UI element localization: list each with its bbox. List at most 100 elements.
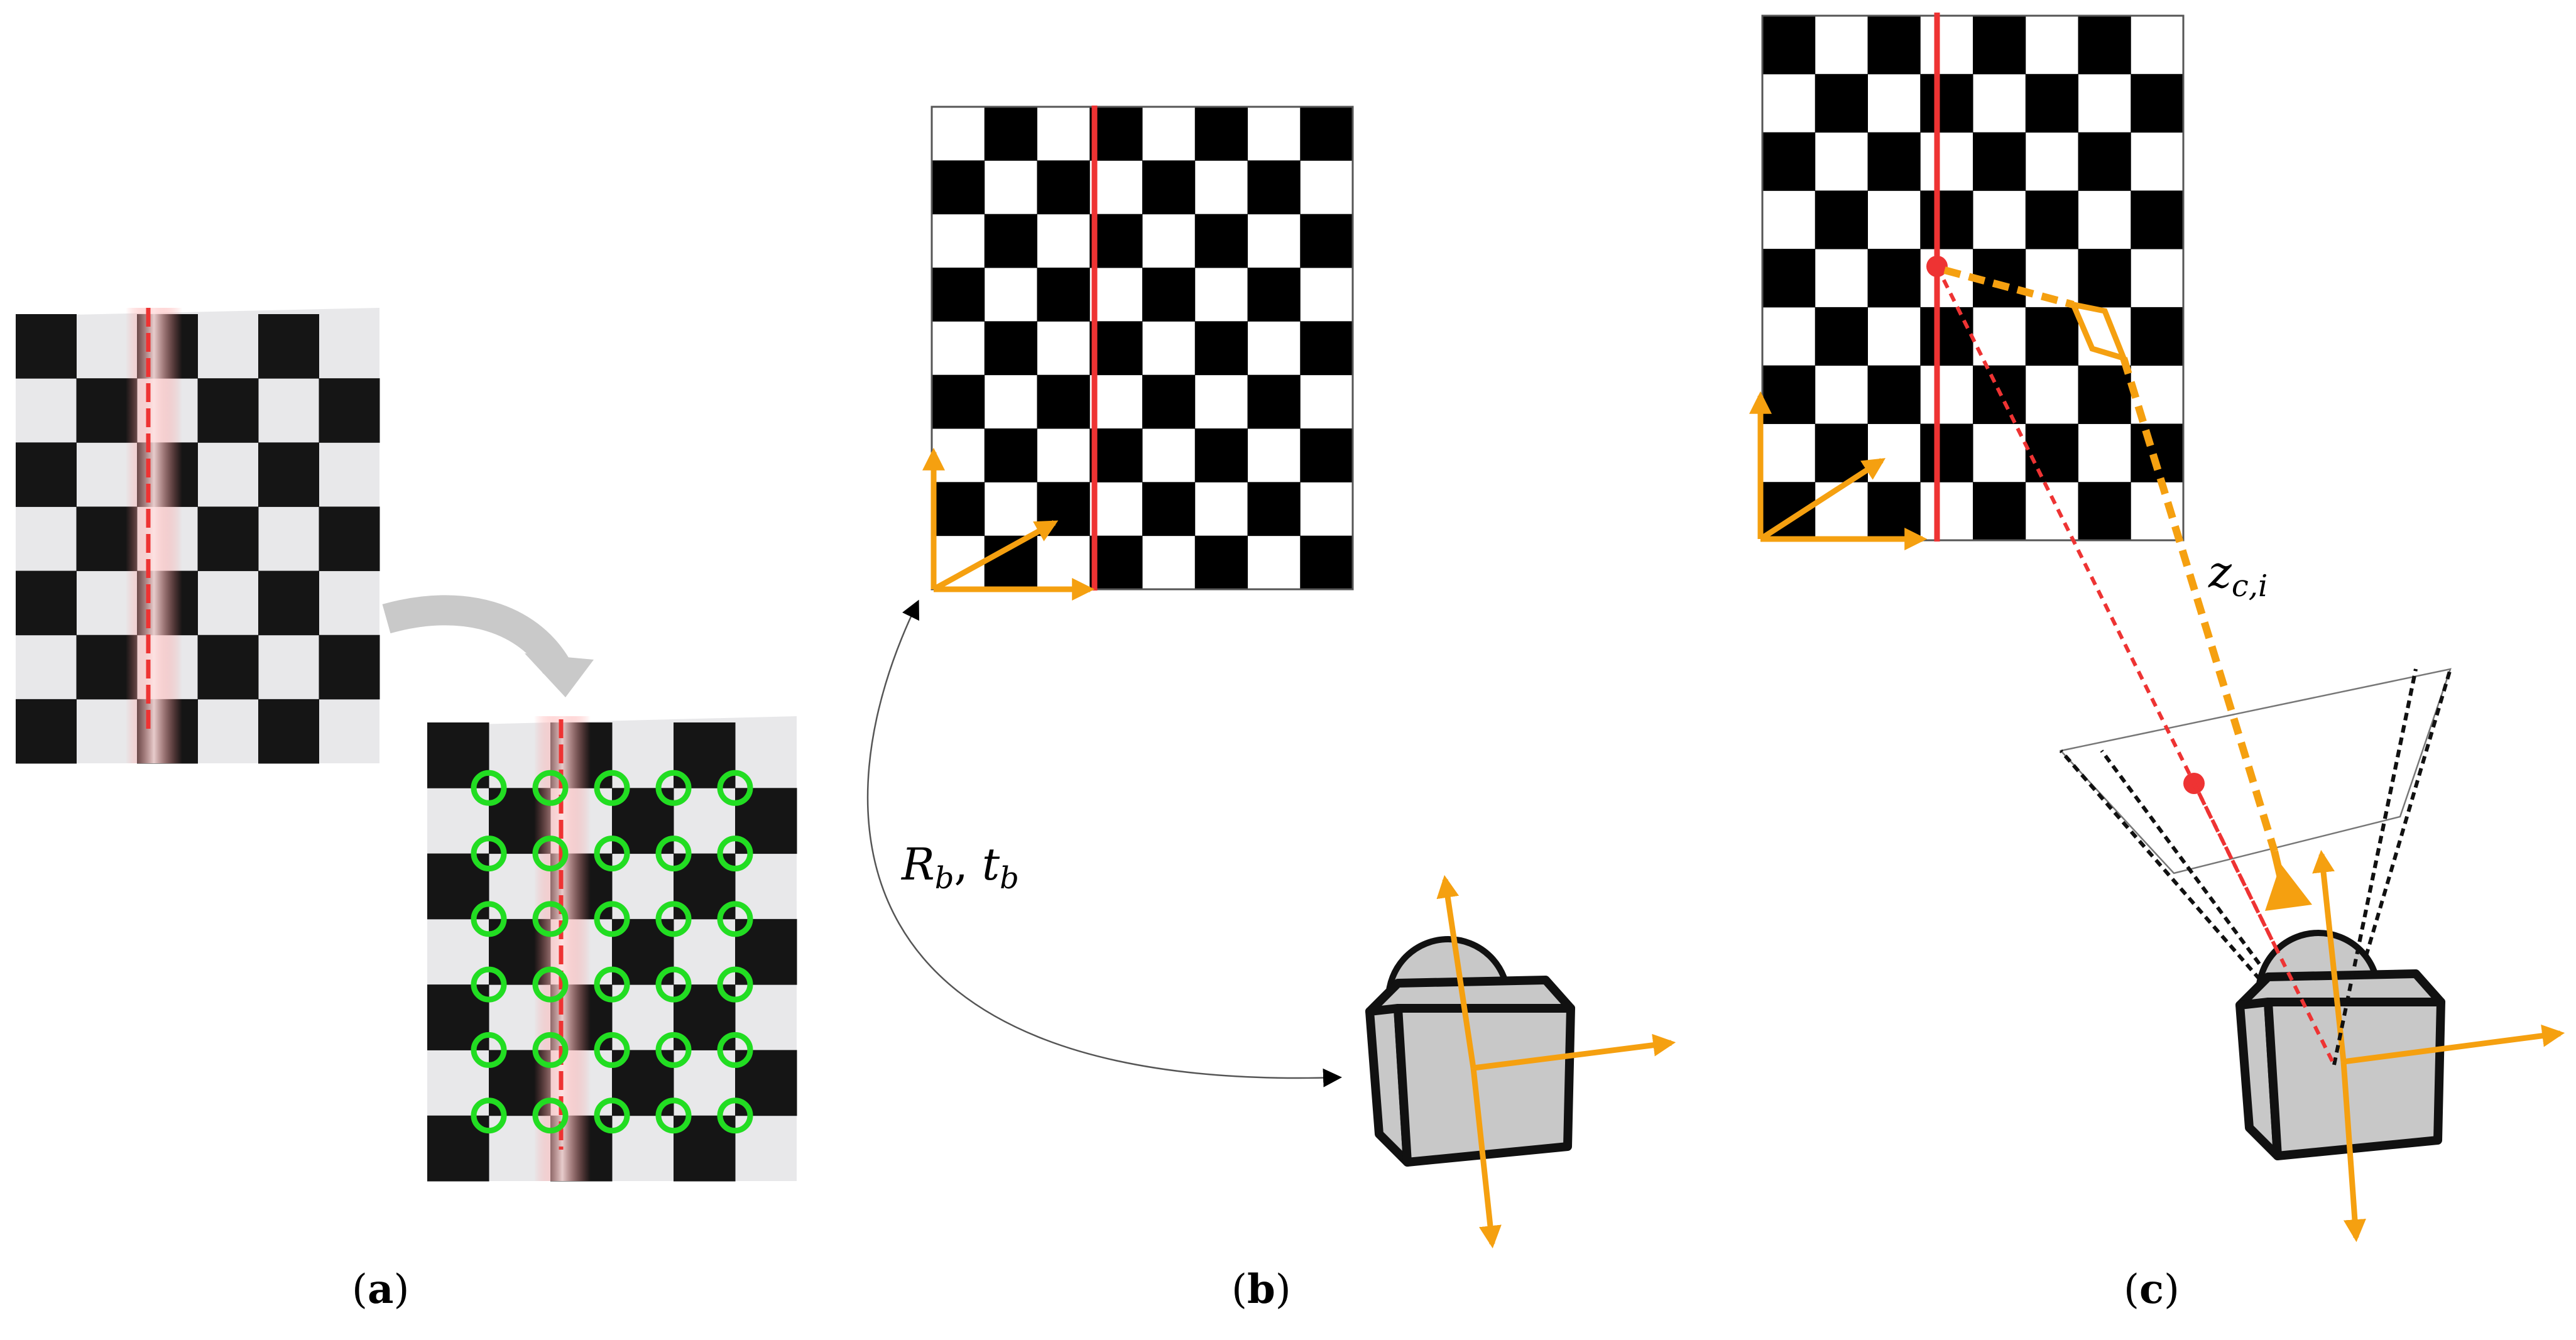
checker-square <box>1142 160 1196 215</box>
laser-glow-a1 <box>126 308 182 763</box>
corner-marker <box>532 1098 569 1134</box>
checker-square <box>932 374 985 429</box>
checker-square <box>1194 321 1248 376</box>
checker-square <box>1247 268 1301 322</box>
checker-square <box>1762 365 1816 424</box>
checker-square <box>1037 374 1090 429</box>
coordinate-axes-icon <box>1749 391 1928 550</box>
corner-marker <box>655 901 692 937</box>
checker-square <box>1762 249 1816 308</box>
checker-square <box>1142 374 1196 429</box>
checker-square <box>1089 428 1143 482</box>
checker-square <box>2131 423 2184 482</box>
checker-square <box>1194 107 1248 161</box>
checker-square <box>2078 132 2131 191</box>
checker-square <box>1089 535 1143 590</box>
corner-marker <box>471 1032 507 1068</box>
checker-square <box>1973 16 2026 75</box>
checker-square <box>1247 374 1301 429</box>
corner-marker <box>532 1032 569 1068</box>
corner-marker <box>471 901 507 937</box>
checker-square <box>2025 74 2078 133</box>
frustum-front <box>2332 668 2418 1065</box>
checker-square <box>1089 107 1143 161</box>
checker-square <box>1920 190 1973 249</box>
corner-marker <box>471 770 507 806</box>
checker-square <box>1973 482 2026 541</box>
checker-square <box>258 442 319 507</box>
checker-square <box>16 570 77 636</box>
transform-arrow <box>866 599 1342 1087</box>
checker-square <box>1194 214 1248 268</box>
corner-marker <box>655 770 692 806</box>
checker-square <box>2025 307 2078 366</box>
checker-square <box>1920 74 1973 133</box>
panel-a <box>16 308 797 1182</box>
corner-marker <box>471 1098 507 1134</box>
checker-square <box>1973 132 2026 191</box>
checker-square <box>1194 428 1248 482</box>
checker-square <box>1867 249 1921 308</box>
checker-square <box>258 570 319 636</box>
corner-marker <box>655 1098 692 1134</box>
detected-corners <box>471 770 753 1134</box>
checker-square <box>1762 16 1816 75</box>
checker-square <box>1300 428 1353 482</box>
panel-b <box>866 106 1676 1249</box>
corner-marker <box>717 1098 753 1134</box>
camera-icon <box>2235 849 2565 1243</box>
corner-marker <box>594 1032 630 1068</box>
checker-square <box>1300 321 1353 376</box>
panel-a-label: (a) <box>352 1266 410 1313</box>
depth-indicator <box>1943 266 2278 852</box>
checker-square <box>2131 190 2184 249</box>
checker-square <box>16 442 77 507</box>
checker-square <box>1037 268 1090 322</box>
panel-b-label: (b) <box>1231 1266 1291 1313</box>
corner-marker <box>717 770 753 806</box>
corner-marker <box>717 1032 753 1068</box>
photo-checkerboard-corners <box>427 716 797 1182</box>
checker-square <box>1300 214 1353 268</box>
checker-square <box>1142 482 1196 537</box>
checker-square <box>1815 74 1868 133</box>
checker-square <box>1815 307 1868 366</box>
depth-arrowhead <box>2265 864 2312 911</box>
checkerboard-b <box>932 107 1353 590</box>
checker-square <box>1089 321 1143 376</box>
panel-c <box>1749 13 2565 1243</box>
checker-square <box>1762 132 1816 191</box>
corner-marker <box>594 836 630 872</box>
corner-marker <box>594 901 630 937</box>
corner-marker <box>594 770 630 806</box>
checker-square <box>984 428 1037 482</box>
checker-square <box>1142 268 1196 322</box>
camera-icon <box>1365 874 1676 1249</box>
photo-checkerboard-raw <box>16 308 380 764</box>
checker-square <box>258 699 319 764</box>
checker-square <box>197 506 259 572</box>
checker-square <box>1867 482 1921 541</box>
checker-square <box>1867 132 1921 191</box>
checker-square <box>2078 16 2131 75</box>
checkerboard-c-border <box>1761 14 2185 542</box>
corner-marker <box>594 1098 630 1134</box>
projection-ray-front <box>2192 782 2336 1066</box>
checker-square <box>984 321 1037 376</box>
checker-square <box>1920 307 1973 366</box>
checker-square <box>2078 365 2131 424</box>
checker-square <box>1089 214 1143 268</box>
checker-square <box>2131 307 2184 366</box>
checker-square <box>2078 482 2131 541</box>
corner-marker <box>532 770 569 806</box>
checker-square <box>1037 160 1090 215</box>
checker-square <box>319 378 380 443</box>
corner-marker <box>471 966 507 1003</box>
checker-square <box>16 314 77 379</box>
checker-square <box>1867 365 1921 424</box>
checker-square <box>1815 190 1868 249</box>
checker-square <box>984 214 1037 268</box>
corner-marker <box>717 966 753 1003</box>
checker-square <box>319 635 380 700</box>
